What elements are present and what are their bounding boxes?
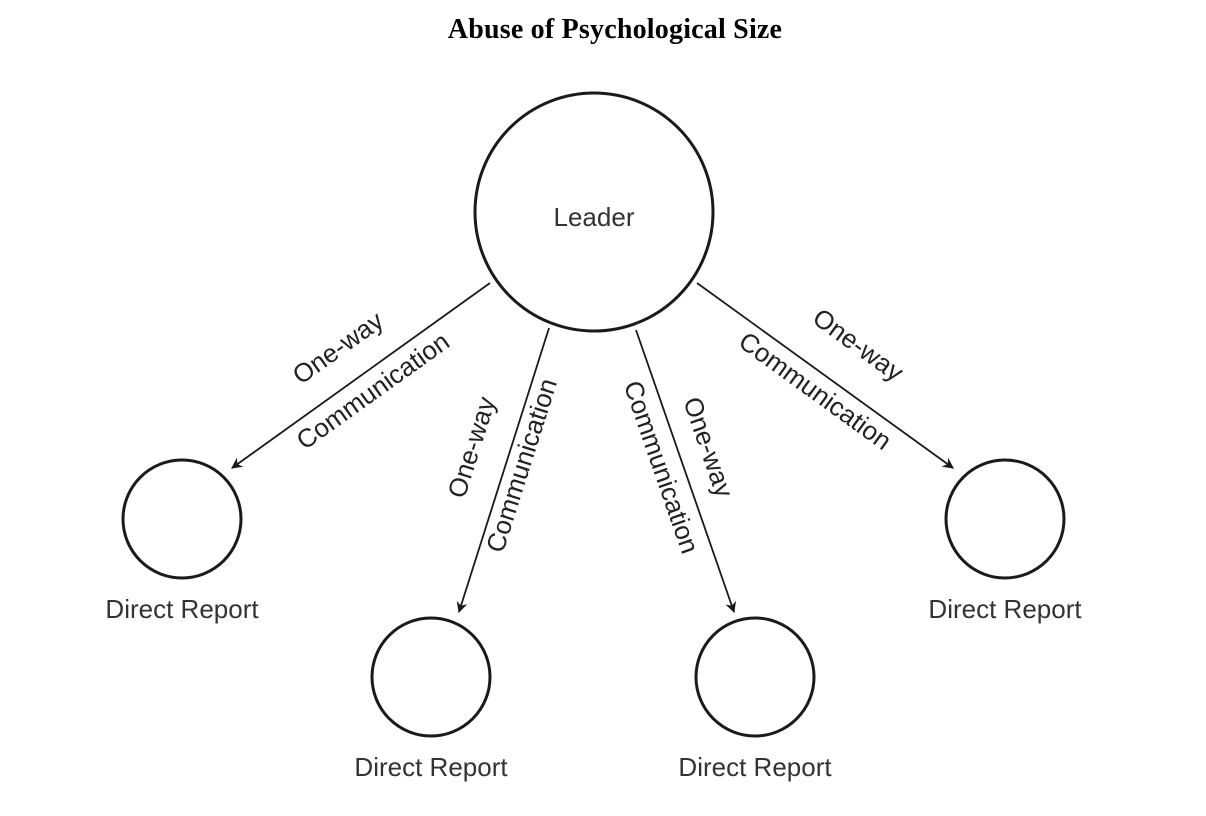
direct-report-label: Direct Report: [105, 594, 259, 624]
edge-to-report-4: [696, 282, 954, 469]
direct-report-node-1: Direct Report: [105, 458, 259, 624]
edge-to-report-3: [635, 329, 736, 614]
edge-label-2: One-way: [441, 393, 501, 501]
leader-label: Leader: [554, 202, 635, 232]
direct-report-label: Direct Report: [354, 752, 508, 782]
edge-to-report-1: [231, 282, 491, 469]
edge-to-report-2: [456, 327, 550, 614]
edge-label-line2: One-way: [677, 393, 739, 501]
diagram-title: Abuse of Psychological Size: [447, 14, 783, 45]
direct-report-circle: [694, 616, 816, 738]
direct-report-label: Direct Report: [928, 594, 1082, 624]
edge-label-line1: One-way: [441, 393, 501, 501]
direct-report-circle: [121, 458, 243, 580]
direct-report-label: Direct Report: [678, 752, 832, 782]
direct-report-circle: [944, 458, 1066, 580]
edge-label-3b: One-way: [677, 393, 739, 501]
direct-report-circle: [370, 616, 492, 738]
direct-report-node-3: Direct Report: [678, 616, 832, 782]
leader-node: Leader: [473, 91, 715, 333]
direct-report-node-2: Direct Report: [354, 616, 508, 782]
leader-circle: [473, 91, 715, 333]
direct-report-node-4: Direct Report: [928, 458, 1082, 624]
